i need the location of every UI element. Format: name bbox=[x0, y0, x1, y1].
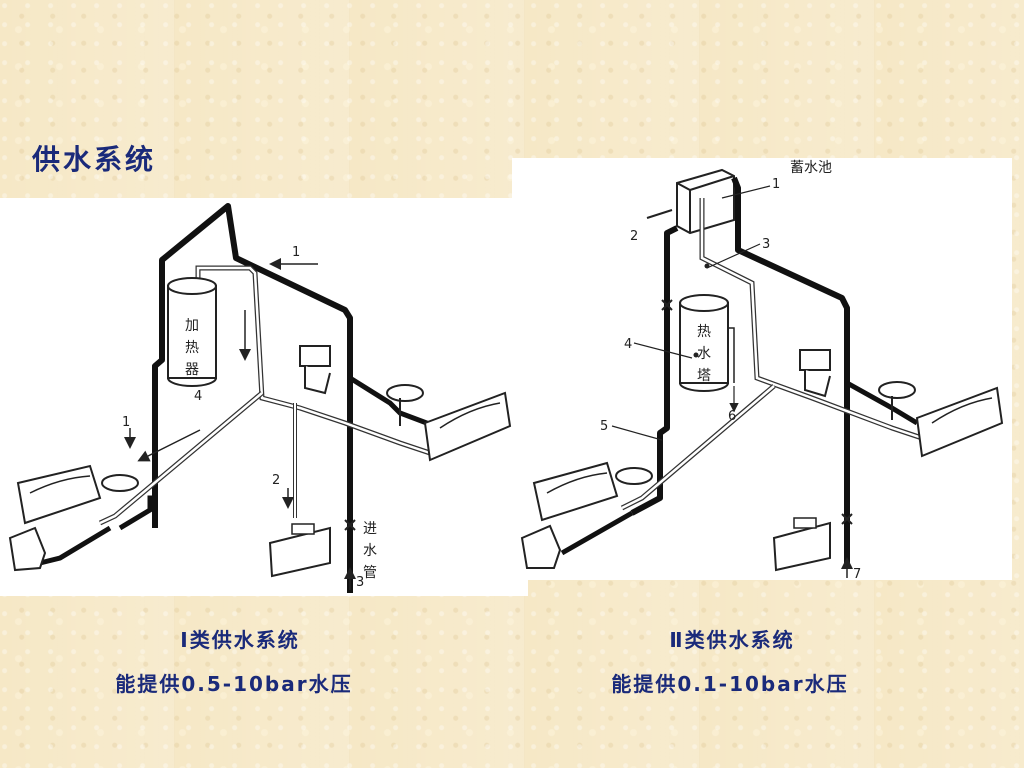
type2-supply-diagram: 蓄水池 热 水 塔 1 2 3 4 5 6 7 bbox=[512, 158, 1012, 580]
washbasin-left bbox=[101, 474, 139, 492]
type1-caption: Ⅰ类供水系统 bbox=[180, 628, 300, 652]
tower-label-char-2: 水 bbox=[697, 346, 711, 362]
washbasin-lower bbox=[615, 467, 653, 485]
bathtub-lower bbox=[532, 461, 619, 522]
callout-6: 6 bbox=[728, 409, 736, 424]
type2-pressure: 能提供0.1-10bar水压 bbox=[611, 672, 849, 696]
heater-label-char-2: 热 bbox=[185, 340, 199, 356]
hot-water-tower bbox=[679, 294, 735, 392]
inlet-label-char-3: 管 bbox=[363, 565, 377, 581]
heater-tank bbox=[167, 277, 217, 387]
tank-label: 蓄水池 bbox=[790, 160, 832, 176]
callout-3: 3 bbox=[762, 237, 770, 252]
callout-5: 5 bbox=[600, 419, 608, 434]
type1-supply-diagram: 加 热 器 进 水 管 1 1 2 3 4 bbox=[0, 198, 528, 596]
callout-2: 2 bbox=[272, 473, 280, 488]
bathtub-left bbox=[16, 464, 102, 525]
tower-label-char-3: 塔 bbox=[697, 368, 711, 384]
toilet-bottom-left bbox=[8, 526, 47, 572]
type2-caption: Ⅱ类供水系统 bbox=[669, 628, 795, 652]
inlet-label-char-1: 进 bbox=[363, 521, 377, 537]
tower-label-char-1: 热 bbox=[697, 324, 711, 340]
washbasin-upper bbox=[878, 381, 916, 420]
toilet-right bbox=[799, 349, 831, 398]
heater-label-char-3: 器 bbox=[185, 362, 199, 378]
callout-7: 7 bbox=[853, 567, 861, 580]
washbasin-right bbox=[386, 384, 424, 426]
sink-unit bbox=[268, 523, 331, 578]
type1-pressure: 能提供0.5-10bar水压 bbox=[115, 672, 353, 696]
heater-label-char-1: 加 bbox=[185, 318, 199, 334]
inlet-label-char-2: 水 bbox=[363, 543, 377, 559]
callout-3: 3 bbox=[356, 575, 364, 590]
callout-1: 1 bbox=[772, 177, 780, 192]
callout-1-left: 1 bbox=[122, 415, 130, 430]
bathtub-right bbox=[423, 391, 512, 462]
callout-4: 4 bbox=[624, 337, 632, 352]
bathtub-upper bbox=[915, 386, 1004, 458]
callout-2: 2 bbox=[630, 229, 638, 244]
storage-tank bbox=[676, 168, 735, 235]
callout-4: 4 bbox=[194, 389, 202, 404]
slide-title: 供水系统 bbox=[32, 143, 157, 176]
callout-1-top: 1 bbox=[292, 245, 300, 260]
toilet-lower bbox=[520, 524, 562, 569]
toilet-left bbox=[299, 345, 331, 395]
sink-unit-right bbox=[772, 517, 831, 572]
